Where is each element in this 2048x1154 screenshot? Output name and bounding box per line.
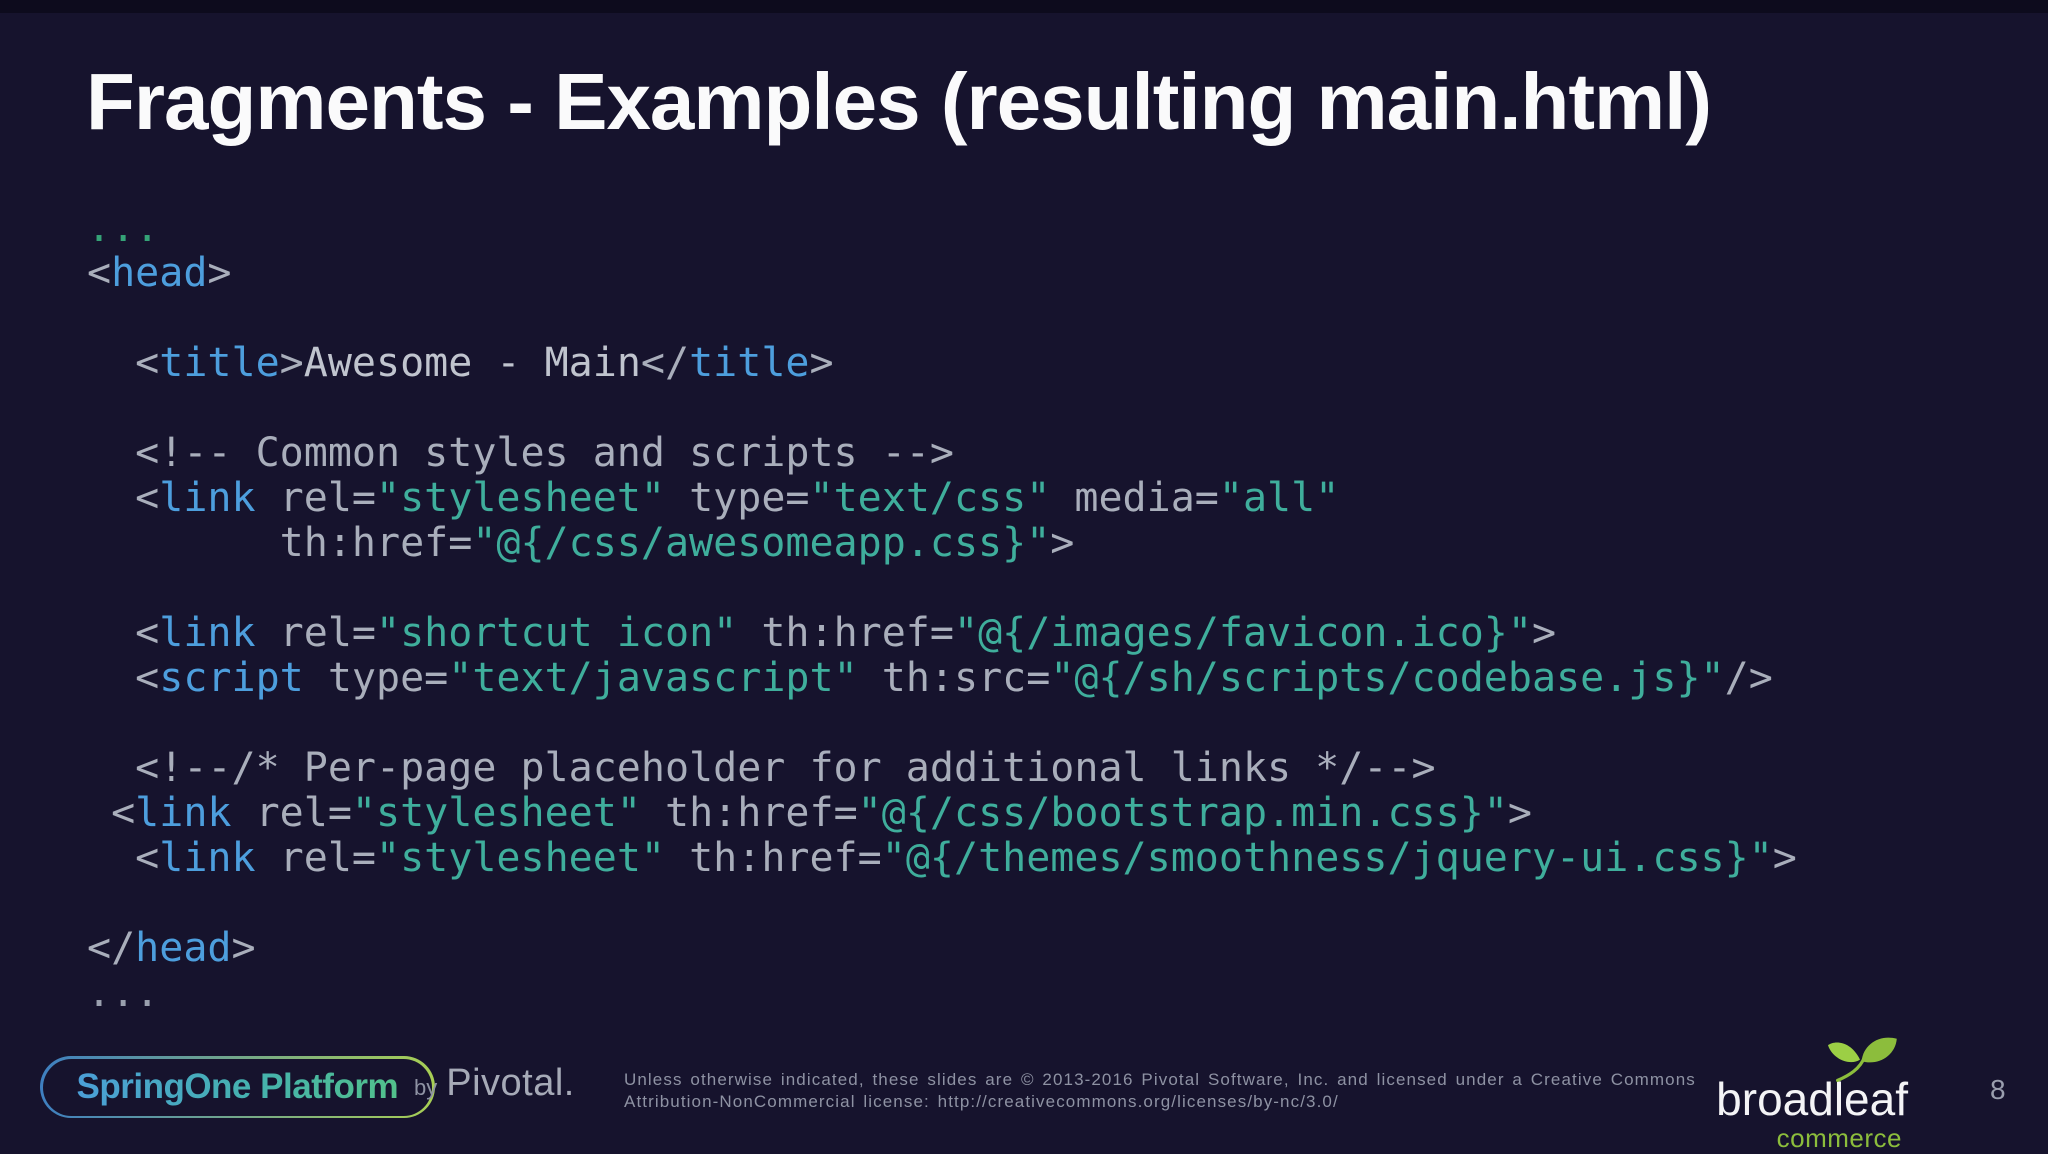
springone-platform-pill: SpringOne Platform (42, 1058, 433, 1116)
code-line (87, 386, 1797, 431)
code-line: <link rel="stylesheet" th:href="@{/theme… (87, 835, 1797, 881)
springone-platform-logo: SpringOne Platform (40, 1056, 435, 1118)
slide-top-strip (0, 0, 2048, 13)
slide-title: Fragments - Examples (resulting main.htm… (86, 57, 1712, 146)
code-line (87, 296, 1797, 341)
code-line: </head> (87, 925, 256, 971)
pivotal-logo: by Pivotal. (414, 1062, 575, 1105)
code-line: <title>Awesome - Main</title> (87, 340, 834, 386)
pivotal-label: Pivotal. (446, 1062, 575, 1104)
page-number: 8 (1990, 1074, 2006, 1105)
code-block: ...<head> <title>Awesome - Main</title> … (87, 206, 1797, 1016)
by-label: by (414, 1075, 438, 1100)
code-line (87, 566, 1797, 611)
broadleaf-commerce-logo: broadleaf commerce (1712, 1037, 1908, 1154)
leaf-icon (1828, 1037, 1897, 1082)
license-line-1: Unless otherwise indicated, these slides… (624, 1070, 1696, 1089)
code-line: th:href="@{/css/awesomeapp.css}"> (87, 520, 1075, 566)
code-line: <link rel="shortcut icon" th:href="@{/im… (87, 610, 1557, 656)
commerce-label: commerce (1776, 1123, 1902, 1153)
code-line (87, 881, 1797, 926)
broadleaf-label: broadleaf (1716, 1073, 1908, 1125)
code-line: <link rel="stylesheet" th:href="@{/css/b… (87, 790, 1532, 836)
code-line: <!--/* Per-page placeholder for addition… (87, 745, 1436, 791)
code-line (87, 701, 1797, 746)
code-line: ... (87, 205, 160, 251)
code-line: <head> (87, 250, 232, 296)
code-line: <script type="text/javascript" th:src="@… (87, 655, 1773, 701)
license-text: Unless otherwise indicated, these slides… (624, 1069, 1696, 1113)
springone-platform-label: SpringOne Platform (76, 1067, 399, 1106)
code-line: ... (87, 970, 160, 1016)
code-line: <!-- Common styles and scripts --> (87, 430, 954, 476)
code-line: <link rel="stylesheet" type="text/css" m… (87, 475, 1340, 521)
license-line-2: Attribution-NonCommercial license: http:… (624, 1092, 1339, 1111)
